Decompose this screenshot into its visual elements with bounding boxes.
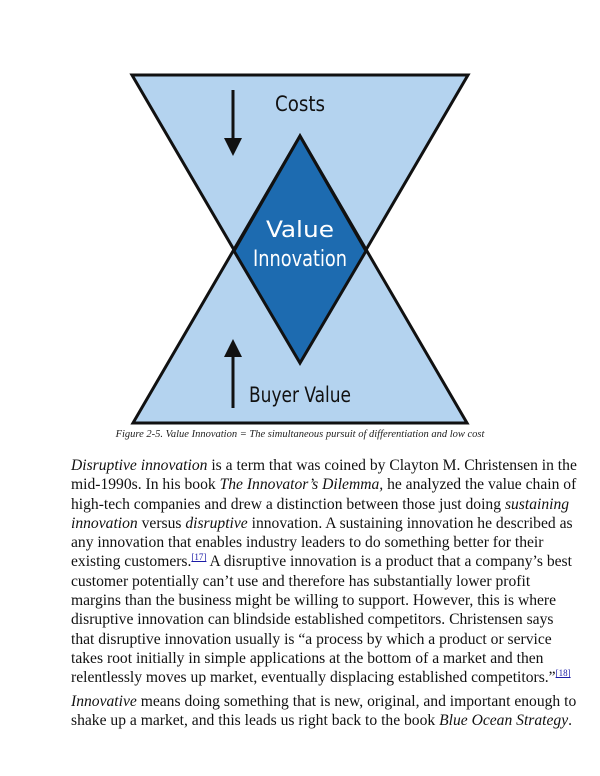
- text: is a term that was coined by Clayton M. …: [207, 457, 577, 474]
- book-title: The Innovator’s Dilemma,: [219, 476, 384, 494]
- figure-caption: Figure 2-5. Value Innovation = The simul…: [115, 429, 485, 440]
- text: that disruptive innovation usually is “a…: [71, 630, 552, 648]
- text: versus: [137, 514, 186, 532]
- term: Disruptive innovation: [71, 457, 208, 474]
- text: any innovation that enables industry lea…: [71, 534, 544, 552]
- text: he analyzed the value chain of: [383, 476, 577, 494]
- text: disruptive innovation can blindside esta…: [71, 611, 554, 629]
- up-arrow-icon: [224, 339, 242, 408]
- text: high-tech companies and drew a distincti…: [71, 495, 505, 513]
- text: shake up a market, and this leads us rig…: [71, 712, 440, 730]
- value-label: Value: [266, 218, 334, 243]
- innovation-label: Innovation: [253, 247, 347, 272]
- text: takes root initially in simple applicati…: [71, 649, 544, 667]
- buyer-value-label: Buyer Value: [249, 383, 351, 407]
- text: relentlessly moves up market, eventually…: [71, 669, 556, 687]
- value-innovation-diagram: Costs Value Innovation Buyer Value: [129, 73, 471, 425]
- text: innovation. A sustaining innovation he d…: [247, 514, 573, 532]
- text: .: [568, 712, 573, 730]
- book-title: Blue Ocean Strategy: [439, 712, 569, 730]
- down-arrow-icon: [224, 90, 242, 156]
- text: margins than the business might be willi…: [71, 592, 557, 610]
- text: existing customers.: [71, 553, 192, 571]
- value-innovation-diamond: [232, 132, 368, 366]
- text: means doing something that is new, origi…: [136, 693, 577, 710]
- text: A disruptive innovation is a product tha…: [206, 553, 572, 571]
- term: Innovative: [71, 693, 137, 710]
- text: mid-1990s. In his book: [71, 476, 220, 494]
- term: disruptive: [185, 514, 248, 532]
- text: customer potentially can’t use and there…: [71, 572, 531, 590]
- footnote-link-17[interactable]: [17]: [191, 552, 207, 563]
- term: sustaining: [504, 495, 570, 513]
- paragraph-innovative: Innovative means doing something that is…: [71, 692, 576, 731]
- paragraph-disruptive-innovation: Disruptive innovation is a term that was…: [71, 456, 577, 688]
- footnote-link-18[interactable]: [18]: [555, 668, 571, 679]
- term: innovation: [71, 514, 138, 532]
- costs-label: Costs: [275, 92, 325, 116]
